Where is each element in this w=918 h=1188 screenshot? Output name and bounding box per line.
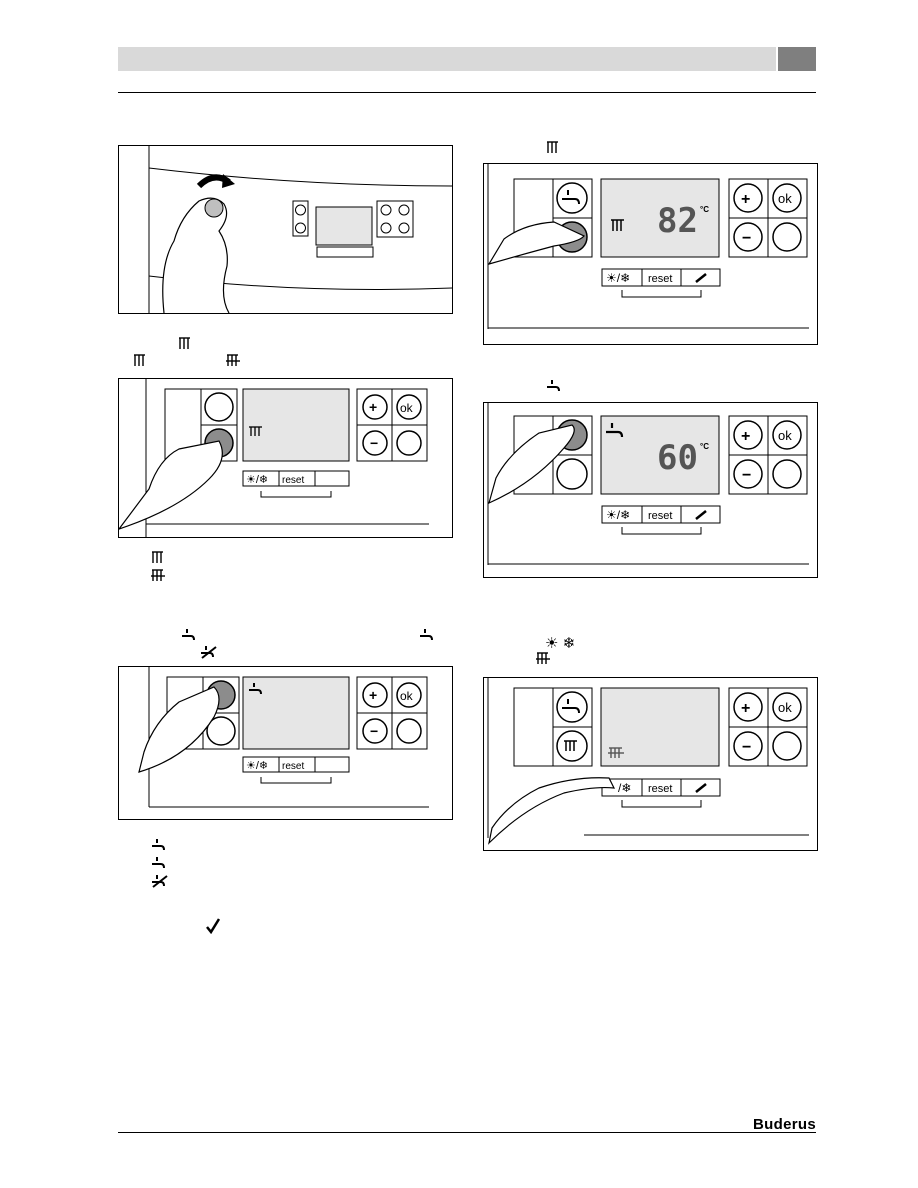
heating-temp-value: 82 bbox=[657, 201, 698, 241]
tap-icon bbox=[152, 839, 165, 851]
svg-text:ok: ok bbox=[400, 401, 414, 415]
ok-button[interactable]: ok bbox=[778, 428, 792, 443]
tap-icon bbox=[152, 857, 165, 869]
tap-off-icon bbox=[201, 646, 217, 659]
svg-text:reset: reset bbox=[282, 761, 304, 772]
reset-button[interactable]: reset bbox=[648, 510, 672, 522]
tap-off-icon bbox=[152, 875, 168, 888]
figure-dhw-button-left: + ok − ☀/❄ reset bbox=[118, 666, 453, 820]
header-rule bbox=[118, 92, 816, 93]
radiator-icon bbox=[547, 141, 558, 153]
plus-button[interactable]: + bbox=[741, 191, 750, 208]
tap-icon bbox=[182, 629, 195, 641]
radiator-icon bbox=[152, 551, 163, 563]
radiator-crossed-icon bbox=[151, 569, 165, 581]
svg-text:−: − bbox=[370, 435, 378, 451]
ok-button[interactable]: ok bbox=[778, 700, 792, 715]
summer-winter-button[interactable]: ☀/❄ bbox=[606, 271, 630, 285]
footer-rule bbox=[118, 1132, 816, 1133]
radiator-icon bbox=[179, 337, 190, 349]
svg-text:/❄: /❄ bbox=[618, 781, 631, 795]
checkmark-icon bbox=[206, 918, 220, 934]
figure-heating-button: + ok − ☀/❄ reset bbox=[118, 378, 453, 538]
header-bar bbox=[118, 47, 776, 71]
plus-button[interactable]: + bbox=[741, 700, 750, 717]
tap-icon bbox=[547, 380, 560, 392]
svg-text:−: − bbox=[370, 723, 378, 739]
svg-text:☀ ❄: ☀ ❄ bbox=[545, 635, 575, 650]
figure-heating-temperature: 82 °C + ok − ☀/❄ reset bbox=[483, 163, 818, 345]
radiator-crossed-icon bbox=[536, 652, 550, 664]
figure-dhw-temperature: 60 °C + ok − ☀/❄ reset bbox=[483, 402, 818, 578]
dhw-temp-unit: °C bbox=[700, 442, 709, 451]
radiator-crossed-icon bbox=[226, 354, 240, 366]
figure-main-switch bbox=[118, 145, 453, 314]
heating-temp-unit: °C bbox=[700, 205, 709, 214]
figure-summer-winter: + ok − /❄ reset bbox=[483, 677, 818, 851]
reset-button[interactable]: reset bbox=[648, 273, 672, 285]
minus-button[interactable]: − bbox=[742, 739, 751, 756]
brand-logo: Buderus bbox=[753, 1116, 816, 1133]
summer-winter-button[interactable]: ☀/❄ bbox=[606, 508, 630, 522]
tap-icon bbox=[420, 629, 433, 641]
svg-text:+: + bbox=[369, 399, 377, 415]
plus-button[interactable]: + bbox=[741, 428, 750, 445]
reset-button[interactable]: reset bbox=[648, 783, 672, 795]
minus-button[interactable]: − bbox=[742, 230, 751, 247]
svg-text:reset: reset bbox=[282, 475, 304, 486]
header-page-tab bbox=[778, 47, 816, 71]
dhw-temp-value: 60 bbox=[657, 438, 698, 478]
minus-button[interactable]: − bbox=[742, 467, 751, 484]
svg-text:☀/❄: ☀/❄ bbox=[246, 474, 268, 486]
radiator-icon bbox=[134, 354, 145, 366]
ok-button[interactable]: ok bbox=[778, 191, 792, 206]
svg-text:ok: ok bbox=[400, 689, 414, 703]
svg-text:☀/❄: ☀/❄ bbox=[246, 760, 268, 772]
svg-text:+: + bbox=[369, 687, 377, 703]
sun-snowflake-icons: ☀ ❄ bbox=[545, 635, 575, 650]
